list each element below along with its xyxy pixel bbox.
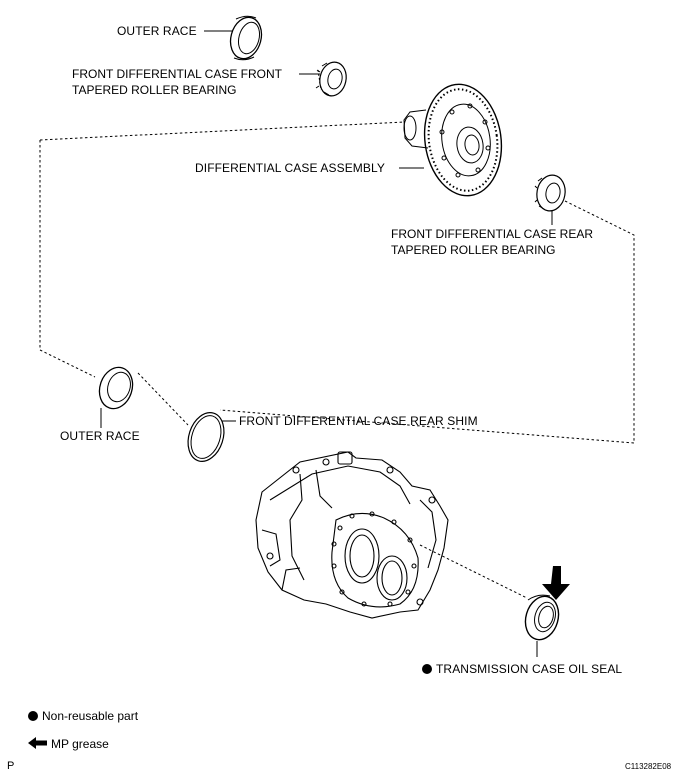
label-rear-bearing-line2: TAPERED ROLLER BEARING — [391, 243, 556, 257]
label-oil-seal-text: TRANSMISSION CASE OIL SEAL — [436, 662, 623, 676]
rear-bearing-drawing — [534, 174, 566, 212]
figure-code: C113282E08 — [625, 762, 672, 771]
label-outer-race-top: OUTER RACE — [117, 24, 197, 38]
filled-circle-icon — [28, 711, 38, 721]
footer-left-mark: P — [7, 760, 15, 772]
grease-arrow-icon — [542, 566, 570, 600]
label-oil-seal: TRANSMISSION CASE OIL SEAL — [422, 662, 622, 677]
legend-non-reusable-text: Non-reusable part — [42, 709, 139, 723]
label-outer-race-left: OUTER RACE — [60, 429, 140, 443]
label-rear-shim: FRONT DIFFERENTIAL CASE REAR SHIM — [239, 414, 478, 428]
legend-mp-grease-text: MP grease — [51, 737, 109, 751]
legend-mp-grease: MP grease — [28, 737, 109, 751]
rear-shim-drawing — [187, 412, 225, 462]
outer-race-top-drawing — [229, 15, 263, 61]
non-reusable-icon — [422, 664, 432, 674]
assembly-dashed-lines — [39, 121, 635, 599]
oil-seal-drawing — [524, 594, 560, 641]
label-front-bearing-line2: TAPERED ROLLER BEARING — [72, 83, 237, 97]
legend-non-reusable: Non-reusable part — [28, 709, 138, 723]
transmission-case-drawing — [255, 451, 449, 619]
outer-race-left-drawing — [98, 366, 134, 410]
label-differential-case-assembly: DIFFERENTIAL CASE ASSEMBLY — [195, 161, 385, 175]
differential-case-drawing — [403, 83, 503, 197]
left-arrow-icon — [28, 737, 47, 749]
label-rear-bearing-line1: FRONT DIFFERENTIAL CASE REAR — [391, 227, 594, 241]
label-front-bearing-line1: FRONT DIFFERENTIAL CASE FRONT — [72, 67, 283, 81]
front-bearing-drawing — [315, 61, 347, 97]
